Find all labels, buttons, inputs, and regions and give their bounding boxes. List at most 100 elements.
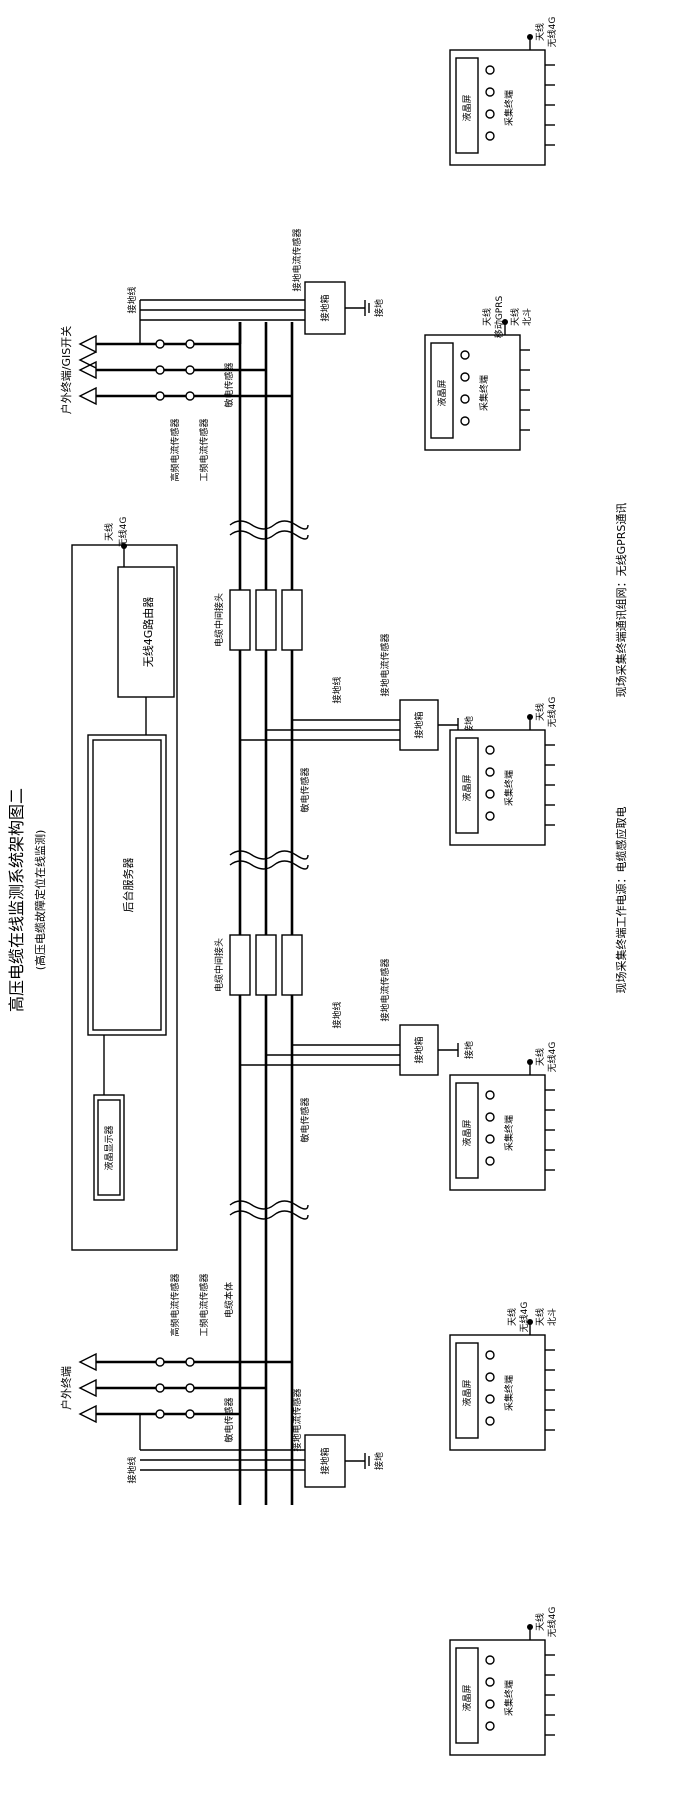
cable-run [229,322,309,1505]
svg-text:接地: 接地 [463,1041,475,1059]
right-end: 户外终端/GIS开关 高频电流传感器 工频电流传感器 敏电传感器 接地箱 接地 … [59,228,385,481]
collection-terminal: 液晶屏采集终端天线无线4G [449,697,558,846]
svg-text:接地箱: 接地箱 [413,711,425,738]
indicator-light [485,789,495,799]
collection-terminals: 液晶屏采集终端天线无线4G液晶屏采集终端天线北斗天线移动GPRS液晶屏采集终端天… [424,17,558,1756]
display-label: 液晶显示器 [103,1125,115,1170]
svg-text:接地电流传感器: 接地电流传感器 [379,958,391,1021]
indicator-light [485,1655,495,1665]
terminal-text: 北斗 [547,1308,558,1326]
terminal-text: 采集终端 [478,375,490,411]
terminal-text: 无线4G [546,1607,558,1638]
lcd-screen [455,1082,479,1179]
lcd-screen [430,342,454,439]
svg-text:接地箱: 接地箱 [319,1447,331,1474]
joint-2: 电缆中间接头 接地箱 接地 接地线 接地电流传感器 敏电传感器 [213,934,475,1143]
left-end: 户外终端 高频电流传感器 工频电流传感器 电缆本体 敏电传感器 接地箱 接地 接… [59,1273,385,1488]
terminal-text: 采集终端 [503,1680,515,1716]
terminal-box [449,49,546,166]
right-ground-box [304,281,346,335]
terminal-text: 液晶屏 [461,1684,473,1711]
terminal-text: 采集终端 [503,1115,515,1151]
svg-text:接地线: 接地线 [126,1456,138,1483]
joint1-ground-box [399,699,439,751]
antenna-icon [527,34,533,40]
svg-text:接地线: 接地线 [331,676,343,703]
indicator-light [485,767,495,777]
lcd-screen [455,57,479,154]
terminal-box [449,1334,546,1451]
svg-text:高频电流传感器: 高频电流传感器 [169,418,181,481]
indicator-light [485,1721,495,1731]
svg-text:接地电流传感器: 接地电流传感器 [379,633,391,696]
svg-text:工频电流传感器: 工频电流传感器 [198,418,210,481]
lcd-screen [455,1647,479,1744]
terminal-text: 天线 [481,308,493,326]
lcd-screen [455,737,479,834]
left-terminal-label: 户外终端 [59,1366,73,1410]
indicator-light [485,1090,495,1100]
terminal-text: 无线4G [546,17,558,48]
terminal-text: 液晶屏 [436,379,448,406]
terminal-box [449,1639,546,1756]
indicator-light [460,416,470,426]
svg-text:电缆本体: 电缆本体 [223,1282,235,1318]
diagram-subtitle: (高压电缆故障定位在线监测) [33,830,47,971]
terminal-text: 天线 [509,308,521,326]
svg-text:高频电流传感器: 高频电流传感器 [169,1273,181,1336]
svg-text:接地: 接地 [373,299,385,317]
svg-text:天线: 天线 [103,523,115,541]
terminal-text: 北斗 [522,308,533,326]
terminal-text: 无线4G [546,1042,558,1073]
indicator-light [485,745,495,755]
terminal-text: 天线 [534,1308,546,1326]
svg-text:接地线: 接地线 [126,286,138,313]
terminal-text: 无线4G [546,697,558,728]
collection-terminal: 液晶屏采集终端天线无线4G [449,17,558,166]
svg-text:工频电流传感器: 工频电流传感器 [198,1273,210,1336]
terminal-text: 无线4G [518,1302,530,1333]
collection-terminal: 液晶屏 采集终端 天线无线4G [449,1042,558,1191]
indicator-light [485,811,495,821]
svg-text:接地: 接地 [373,1452,385,1470]
terminal-text: 液晶屏 [461,1119,473,1146]
svg-text:电缆中间接头: 电缆中间接头 [213,593,225,647]
left-ground-box [304,1434,346,1488]
svg-text:接地电流传感器: 接地电流传感器 [291,1388,303,1451]
terminal-text: 采集终端 [503,1375,515,1411]
server-label: 后台服务器 [121,858,135,913]
terminal-text: 天线 [534,703,546,721]
antenna-icon [527,1059,533,1065]
indicator-light [485,1134,495,1144]
server-box [87,734,167,1036]
indicator-light [485,131,495,141]
terminal-text: 天线 [534,1613,546,1631]
indicator-light [485,1394,495,1404]
terminal-box [449,729,546,846]
svg-text:无线4G: 无线4G [117,517,129,548]
terminal-text: 液晶屏 [461,94,473,121]
svg-text:接地箱: 接地箱 [413,1036,425,1063]
collection-terminal: 液晶屏采集终端天线北斗天线无线4G [449,1302,558,1451]
terminal-text: 移动GPRS [493,296,505,339]
diagram-title: 高压电缆在线监测系统架构图二 [7,788,26,1012]
indicator-light [485,1156,495,1166]
legend-power: 现场采集终端工作电源：电缆感应取电 [614,807,628,994]
terminal-text: 液晶屏 [461,1379,473,1406]
terminal-box [449,1074,546,1191]
indicator-light [485,1677,495,1687]
terminal-text: 液晶屏 [461,774,473,801]
terminal-text: 天线 [534,1048,546,1066]
terminal-text: 采集终端 [503,90,515,126]
display-box [93,1094,125,1201]
terminal-box [424,334,521,451]
indicator-light [460,350,470,360]
joint2-ground-box [399,1024,439,1076]
indicator-light [485,65,495,75]
indicator-light [460,394,470,404]
svg-text:敏电传感器: 敏电传感器 [223,362,235,407]
router-label: 无线4G路由器 [141,597,155,668]
antenna-icon [502,319,508,325]
svg-text:接地电流传感器: 接地电流传感器 [291,228,303,291]
